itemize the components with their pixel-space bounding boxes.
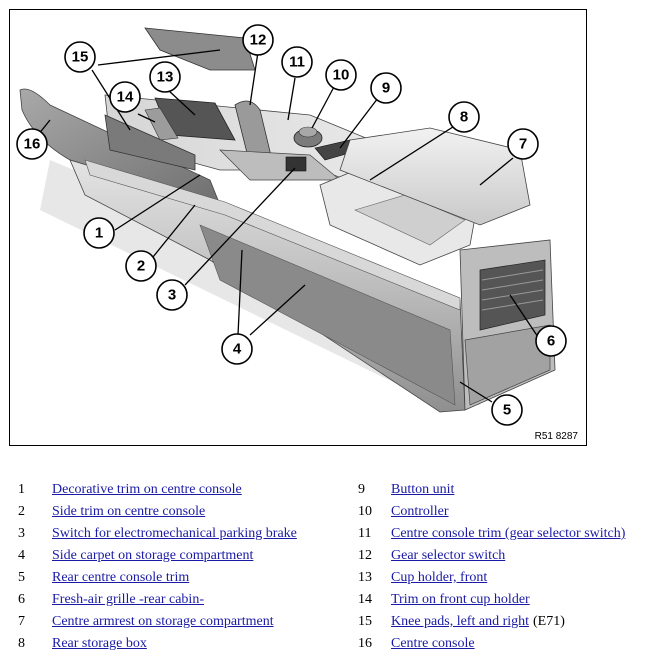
- legend-item-5: 5 Rear centre console trim: [18, 568, 338, 590]
- legend-link-gear-selector-trim[interactable]: Centre console trim (gear selector switc…: [391, 526, 626, 541]
- legend-number: 1: [18, 482, 25, 497]
- svg-text:6: 6: [547, 333, 555, 350]
- callout-8: 8: [448, 101, 480, 133]
- legend-link-rear-console-trim[interactable]: Rear centre console trim: [52, 570, 190, 585]
- parts-legend: 1 Decorative trim on centre console 2 Si…: [0, 480, 649, 660]
- svg-text:2: 2: [137, 258, 145, 275]
- legend-link-cup-holder-front[interactable]: Cup holder, front: [391, 570, 488, 585]
- legend-item-16: 16 Centre console: [358, 634, 648, 656]
- legend-item-11: 11 Centre console trim (gear selector sw…: [358, 524, 648, 546]
- legend-item-3: 3 Switch for electromechanical parking b…: [18, 524, 338, 546]
- legend-model-suffix: (E71): [533, 614, 565, 629]
- leader-lines: [37, 49, 539, 403]
- svg-text:11: 11: [289, 54, 305, 71]
- legend-item-12: 12 Gear selector switch: [358, 546, 648, 568]
- legend-number: 11: [358, 526, 372, 541]
- svg-text:10: 10: [333, 67, 350, 84]
- legend-number: 6: [18, 592, 25, 607]
- legend-item-14: 14 Trim on front cup holder: [358, 590, 648, 612]
- legend-item-10: 10 Controller: [358, 502, 648, 524]
- legend-number: 16: [358, 636, 372, 651]
- svg-text:9: 9: [382, 80, 390, 97]
- grille-slats: [481, 269, 544, 311]
- legend-number: 8: [18, 636, 25, 651]
- svg-text:8: 8: [460, 109, 468, 126]
- legend-link-controller[interactable]: Controller: [391, 504, 449, 519]
- legend-item-15: 15 Knee pads, left and right(E71): [358, 612, 648, 634]
- knee-pad-upper: [144, 27, 256, 71]
- legend-link-side-trim[interactable]: Side trim on centre console: [52, 504, 206, 519]
- rear-storage-tray: [354, 194, 466, 246]
- legend-item-8: 8 Rear storage box: [18, 634, 338, 656]
- callout-2: 2: [125, 250, 157, 282]
- legend-number: 4: [18, 548, 25, 563]
- callout-3: 3: [156, 279, 188, 311]
- legend-link-parking-brake-switch[interactable]: Switch for electromechanical parking bra…: [52, 526, 297, 541]
- legend-item-6: 6 Fresh-air grille -rear cabin-: [18, 590, 338, 612]
- cup-holder-trim: [144, 107, 179, 141]
- callout-4: 4: [221, 333, 253, 365]
- controller-knob-top: [298, 126, 318, 138]
- svg-text:7: 7: [519, 136, 527, 153]
- gear-selector-shape: [234, 100, 273, 166]
- legend-link-cup-holder-trim[interactable]: Trim on front cup holder: [391, 592, 530, 607]
- legend-number: 14: [358, 592, 372, 607]
- legend-link-button-unit[interactable]: Button unit: [391, 482, 455, 497]
- svg-text:12: 12: [250, 32, 267, 49]
- legend-link-centre-armrest[interactable]: Centre armrest on storage compartment: [52, 614, 274, 629]
- svg-text:16: 16: [24, 136, 41, 153]
- callout-9: 9: [370, 72, 402, 104]
- svg-text:4: 4: [233, 341, 242, 358]
- callout-10: 10: [325, 59, 357, 91]
- exploded-view-figure: 15 12 11 13 10 9 14 8: [9, 9, 587, 446]
- callout-15: 15: [64, 41, 96, 73]
- callout-11: 11: [281, 46, 313, 78]
- svg-text:5: 5: [503, 402, 511, 419]
- legend-number: 15: [358, 614, 372, 629]
- legend-item-2: 2 Side trim on centre console: [18, 502, 338, 524]
- legend-item-1: 1 Decorative trim on centre console: [18, 480, 338, 502]
- legend-link-decorative-trim[interactable]: Decorative trim on centre console: [52, 482, 242, 497]
- callout-7: 7: [507, 128, 539, 160]
- legend-link-rear-storage-box[interactable]: Rear storage box: [52, 636, 147, 651]
- svg-text:15: 15: [72, 49, 89, 66]
- callout-14: 14: [109, 81, 141, 113]
- callout-6: 6: [535, 325, 567, 357]
- legend-number: 10: [358, 504, 372, 519]
- svg-text:3: 3: [168, 287, 176, 304]
- legend-link-fresh-air-grille[interactable]: Fresh-air grille -rear cabin-: [52, 592, 204, 607]
- parking-brake-switch-shape: [285, 156, 307, 172]
- figure-reference-code: R51 8287: [532, 431, 580, 442]
- legend-item-13: 13 Cup holder, front: [358, 568, 648, 590]
- svg-text:13: 13: [157, 69, 174, 86]
- callout-13: 13: [149, 61, 181, 93]
- legend-item-7: 7 Centre armrest on storage compartment: [18, 612, 338, 634]
- legend-number: 2: [18, 504, 25, 519]
- legend-number: 3: [18, 526, 25, 541]
- centre-console-illustration: 15 12 11 13 10 9 14 8: [16, 24, 567, 426]
- svg-text:14: 14: [117, 89, 134, 106]
- callout-5: 5: [491, 394, 523, 426]
- callout-12: 12: [242, 24, 274, 56]
- legend-number: 7: [18, 614, 25, 629]
- legend-link-side-carpet[interactable]: Side carpet on storage compartment: [52, 548, 254, 563]
- legend-number: 9: [358, 482, 365, 497]
- legend-number: 5: [18, 570, 25, 585]
- legend-link-gear-selector-switch[interactable]: Gear selector switch: [391, 548, 506, 563]
- knee-pad-left: [104, 114, 196, 171]
- legend-item-9: 9 Button unit: [358, 480, 648, 502]
- legend-item-4: 4 Side carpet on storage compartment: [18, 546, 338, 568]
- legend-number: 13: [358, 570, 372, 585]
- side-carpet-panel: [199, 224, 456, 406]
- armrest-lid-shape: [339, 127, 531, 226]
- rear-trim-shape: [464, 324, 551, 406]
- legend-link-centre-console[interactable]: Centre console: [391, 636, 475, 651]
- side-trim-strip: [84, 159, 461, 311]
- legend-number: 12: [358, 548, 372, 563]
- legend-link-knee-pads[interactable]: Knee pads, left and right: [391, 614, 530, 629]
- callout-1: 1: [83, 217, 115, 249]
- svg-text:1: 1: [95, 225, 103, 242]
- callout-16: 16: [16, 128, 48, 160]
